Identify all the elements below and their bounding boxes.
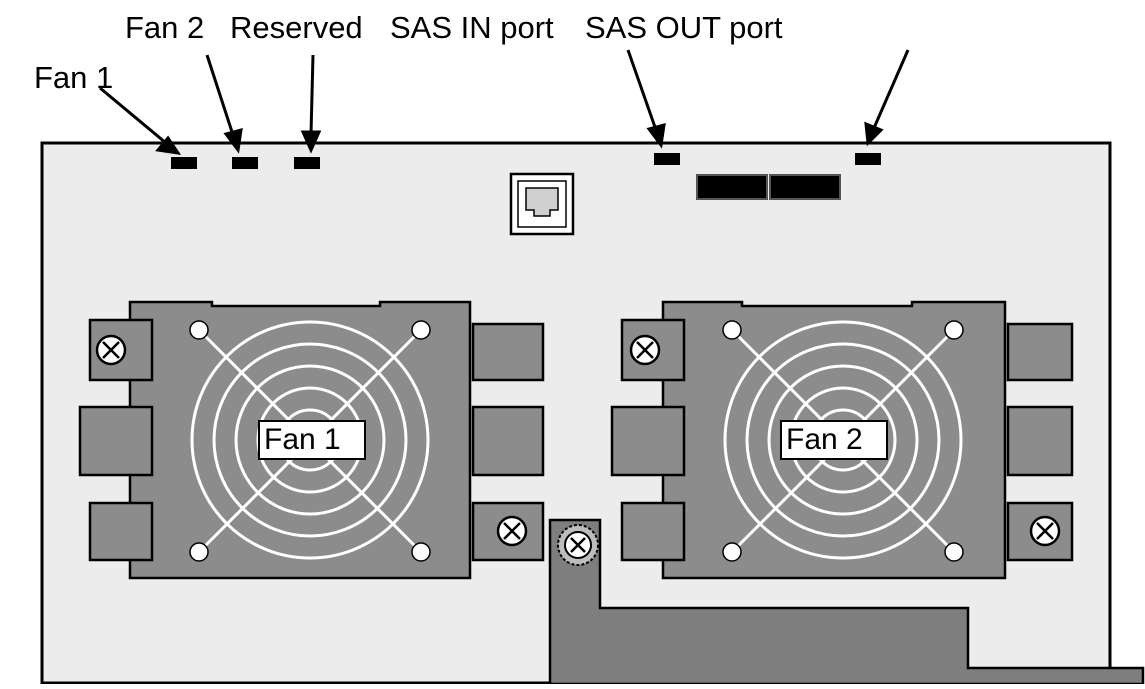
ethernet-port [509,172,575,236]
thumbscrew-icon [496,515,528,547]
fan1-unit-label: Fan 1 [258,420,366,460]
callout-arrows [99,49,910,155]
callout-fan1: Fan 1 [34,60,114,95]
fan2-arrow [205,54,235,136]
callout-sas-out: SAS OUT port [585,10,783,45]
callout-fan2: Fan 2 [125,10,205,45]
fan2-arrowhead [223,127,243,154]
callout-sas-in: SAS IN port [390,10,554,45]
callout-reserved: Reserved [230,10,363,45]
sas-out-led [855,153,881,165]
thumbscrew-icon [95,334,127,366]
fan2-unit-label: Fan 2 [780,420,888,460]
sas-out-arrow [872,49,910,129]
sas-connectors [696,174,841,200]
release-latch [548,518,1145,686]
reserved-arrowhead [300,130,322,154]
fan1-led [171,157,197,169]
sas-out-arrowhead [864,121,884,147]
sas-in-connector [696,174,768,200]
thumbscrew-icon [629,334,661,366]
fan2-led [232,157,258,169]
fan1-arrowhead [155,135,182,155]
sas-in-arrowhead [646,122,666,149]
thumbscrew-icon [1029,515,1061,547]
sas-in-arrow [626,49,658,131]
reserved-led [294,157,320,169]
sas-in-led [654,153,680,165]
sas-out-connector [769,174,841,200]
reserved-arrow [309,54,315,135]
fan1-arrow [99,86,167,145]
